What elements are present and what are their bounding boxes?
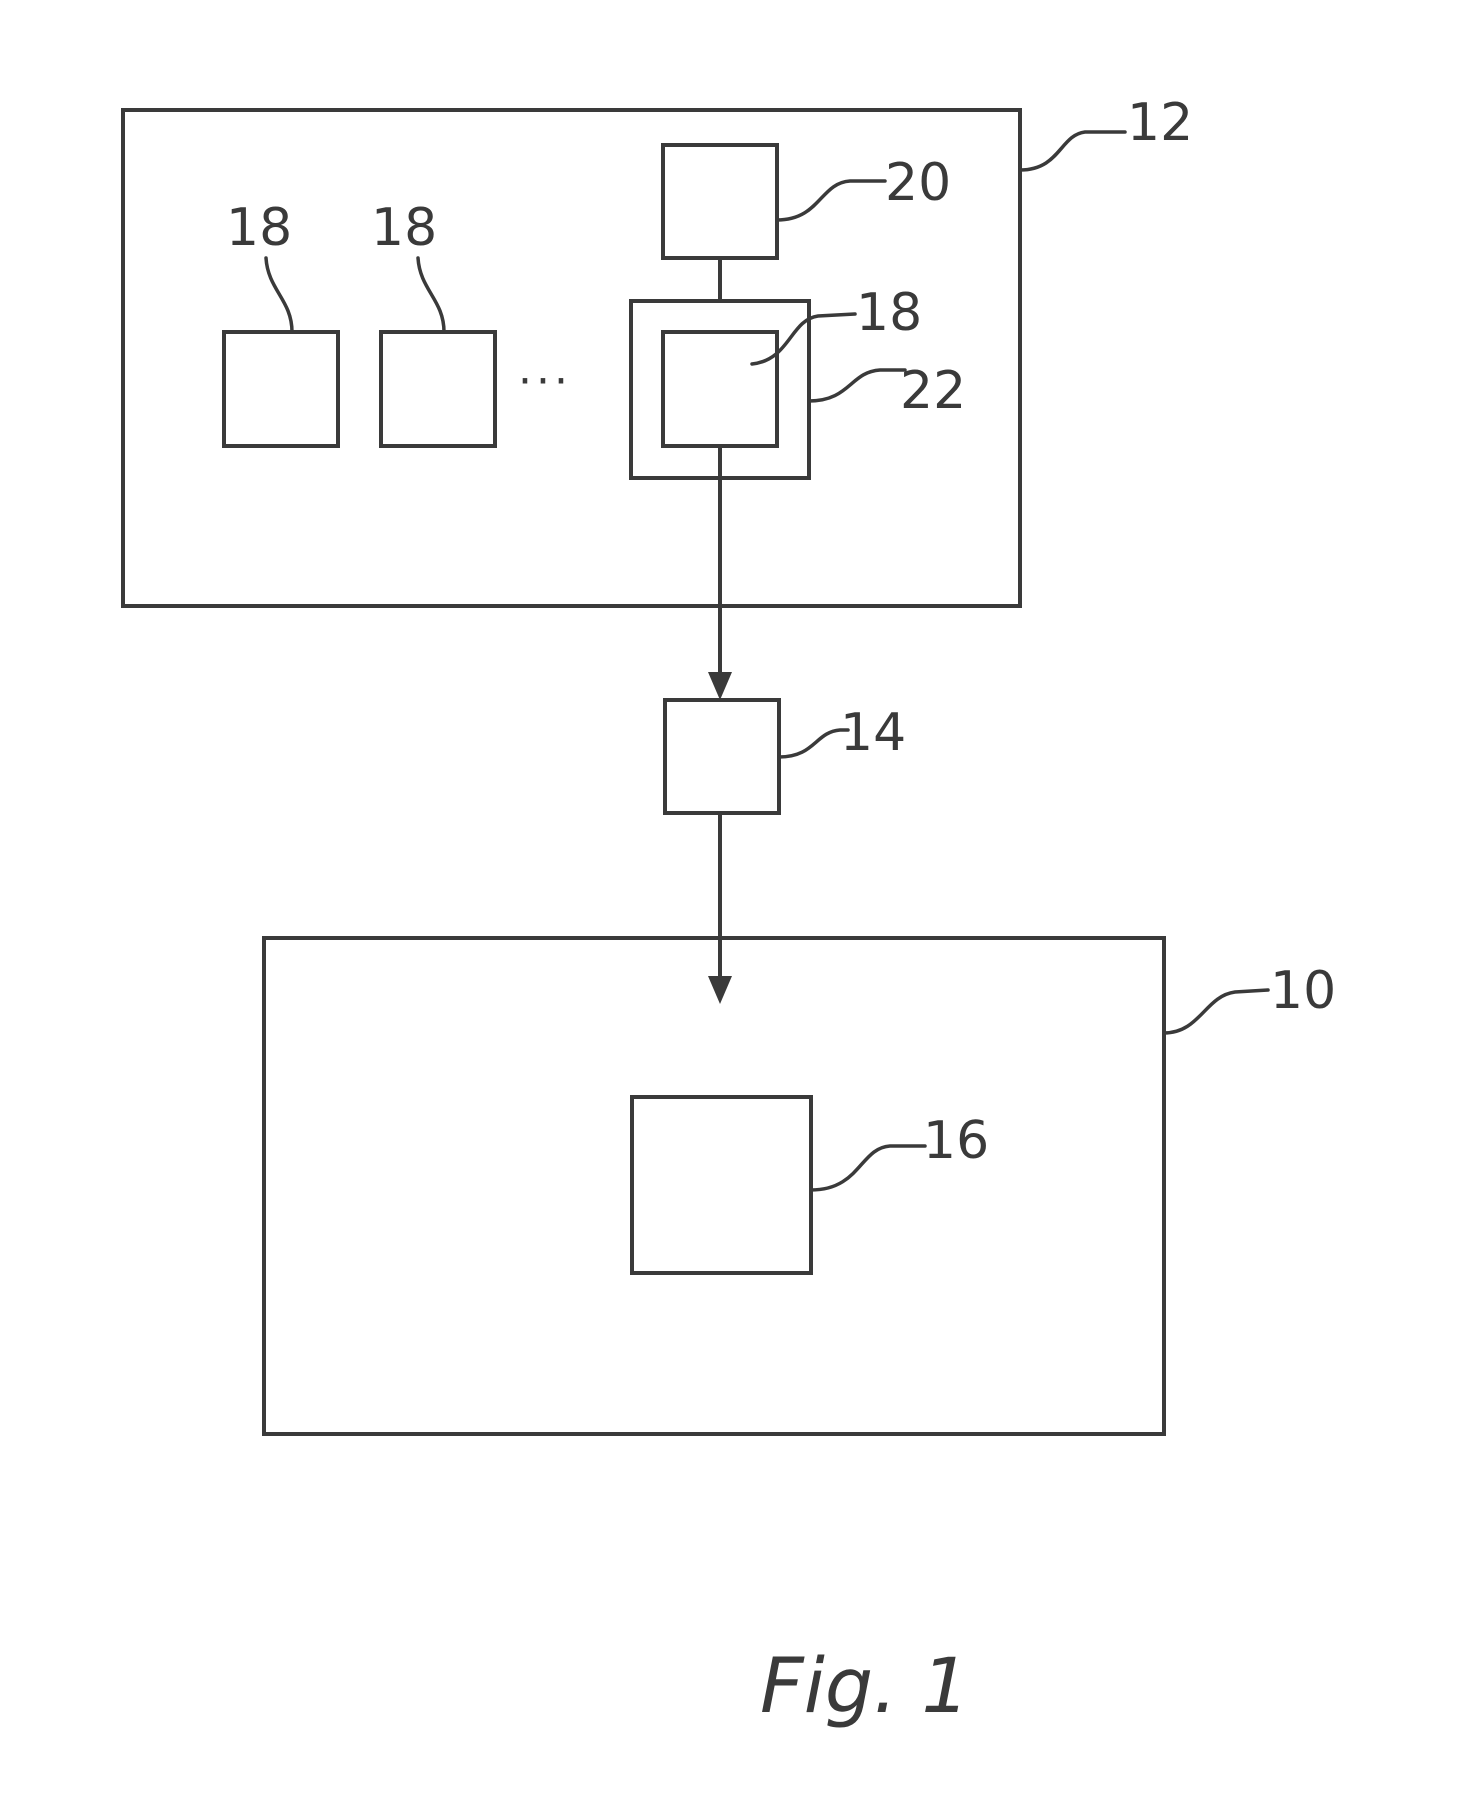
- leader-16: [809, 1144, 927, 1192]
- leader-14: [777, 728, 850, 759]
- ref-18-middle: 18: [371, 198, 437, 258]
- leader-20: [775, 179, 887, 222]
- leader-18-inner: [750, 312, 857, 366]
- ref-22: 22: [900, 361, 966, 421]
- ellipsis: ···: [518, 356, 572, 407]
- box-20: [661, 143, 779, 260]
- box-18-middle: [379, 330, 497, 448]
- box-12: [121, 108, 1022, 608]
- ref-12: 12: [1127, 93, 1193, 153]
- leader-18-left: [264, 256, 294, 334]
- leader-10: [1162, 988, 1270, 1035]
- box-18-left: [222, 330, 340, 448]
- leader-12: [1018, 130, 1127, 172]
- arrow-18-14-head: [708, 672, 732, 700]
- leader-22: [807, 368, 907, 403]
- box-14: [663, 698, 781, 815]
- box-10: [262, 936, 1166, 1436]
- ref-18-left: 18: [226, 198, 292, 258]
- figure-caption: Fig. 1: [760, 1641, 970, 1730]
- arrow-14-10-head: [708, 976, 732, 1004]
- ref-20: 20: [885, 153, 951, 213]
- box-16: [630, 1095, 813, 1275]
- ref-16: 16: [923, 1111, 989, 1171]
- box-18-inner: [661, 330, 779, 448]
- leader-18-middle: [416, 256, 446, 334]
- ref-18-inner: 18: [856, 283, 922, 343]
- ref-14: 14: [840, 703, 906, 763]
- ref-10: 10: [1270, 961, 1336, 1021]
